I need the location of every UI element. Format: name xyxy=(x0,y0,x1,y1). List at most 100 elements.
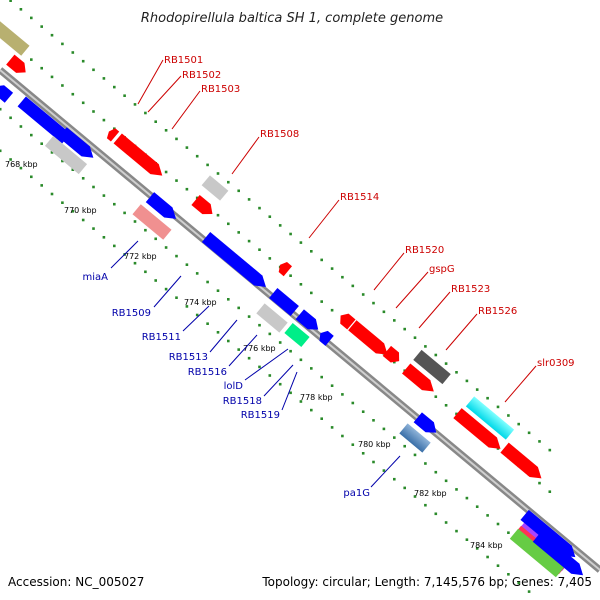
guide-dot xyxy=(185,263,189,266)
guide-dot xyxy=(237,306,240,310)
gene-label-rb1526: RB1526 xyxy=(478,306,517,317)
gene-feature xyxy=(509,528,565,578)
guide-dot xyxy=(517,581,520,585)
guide-dot xyxy=(216,172,220,175)
guide-dot xyxy=(268,215,272,218)
guide-dot xyxy=(434,395,438,398)
guide-dot xyxy=(517,422,520,426)
gene-label-rb1502: RB1502 xyxy=(182,70,221,81)
guide-dot xyxy=(144,228,147,232)
gene-feature xyxy=(520,509,576,558)
guide-dot xyxy=(330,308,334,312)
guide-dot xyxy=(9,158,12,161)
guide-dot xyxy=(61,84,64,87)
guide-dot xyxy=(40,184,43,187)
guide-dot xyxy=(289,274,292,277)
guide-dot xyxy=(278,224,282,227)
guide-dot xyxy=(133,261,137,265)
guide-dot xyxy=(475,388,479,391)
guide-dot xyxy=(361,293,365,296)
guide-dot xyxy=(19,125,23,128)
gene-label-pa1g: pa1G xyxy=(343,488,370,499)
guide-dot xyxy=(382,469,386,472)
guide-dot xyxy=(424,345,427,348)
gene-feature xyxy=(113,133,163,176)
guide-dot xyxy=(382,310,386,314)
guide-dot xyxy=(195,313,199,317)
gene-label-rb1516: RB1516 xyxy=(188,367,227,378)
gene-label-rb1514: RB1514 xyxy=(340,192,379,203)
guide-dot xyxy=(413,495,417,498)
guide-dot xyxy=(289,349,292,353)
gene-feature xyxy=(106,128,120,142)
guide-dot xyxy=(507,414,510,417)
guide-dot xyxy=(496,564,500,567)
guide-dot xyxy=(164,170,168,174)
guide-dot xyxy=(92,185,95,189)
guide-dot xyxy=(538,481,541,485)
gene-label-rb1523: RB1523 xyxy=(451,284,490,295)
guide-dot xyxy=(81,59,85,63)
guide-dot xyxy=(455,488,458,491)
guide-dot xyxy=(195,272,199,275)
guide-dot xyxy=(206,322,209,325)
gene-feature xyxy=(413,349,451,385)
guide-dot xyxy=(123,211,126,215)
guide-dot xyxy=(507,531,510,534)
gene-label-rb1508: RB1508 xyxy=(260,129,299,140)
tick-label: 782 kbp xyxy=(414,489,447,498)
guide-dot xyxy=(154,279,157,282)
guide-dot xyxy=(455,529,458,533)
guide-dot xyxy=(61,201,64,204)
guide-dot xyxy=(475,547,479,550)
guide-dot xyxy=(258,323,261,327)
guide-dot xyxy=(413,336,417,339)
guide-dot xyxy=(113,127,116,130)
guide-dot xyxy=(61,42,64,46)
guide-dot xyxy=(113,244,116,248)
gene-feature xyxy=(0,85,14,103)
guide-dot xyxy=(216,331,220,334)
guide-dot xyxy=(40,25,43,28)
guide-dot xyxy=(19,166,23,170)
guide-dot xyxy=(227,180,230,184)
guide-dot xyxy=(299,241,303,244)
tick-label: 780 kbp xyxy=(358,440,391,449)
gene-feature xyxy=(58,127,94,158)
guide-dot xyxy=(341,275,344,279)
guide-dot xyxy=(237,189,240,193)
guide-dot xyxy=(289,391,292,395)
gene-feature xyxy=(295,309,319,330)
map-title: Rhodopirellula baltica SH 1, complete ge… xyxy=(141,11,443,26)
gene-label-rb1511: RB1511 xyxy=(142,332,181,343)
guide-dot xyxy=(361,410,365,413)
gene-feature xyxy=(278,262,293,277)
guide-dot xyxy=(465,538,469,541)
guide-dot xyxy=(247,239,251,243)
guide-dot xyxy=(434,470,438,474)
guide-dot xyxy=(216,213,220,217)
tick-label: 770 kbp xyxy=(64,206,97,215)
guide-dot xyxy=(154,237,157,241)
guide-dot xyxy=(102,118,106,122)
guide-dot xyxy=(361,452,365,455)
gene-feature xyxy=(132,204,172,240)
guide-dot xyxy=(341,393,344,396)
guide-dot xyxy=(382,427,386,431)
guide-dot xyxy=(144,111,147,115)
guide-dot xyxy=(475,505,479,508)
guide-dot xyxy=(133,220,137,223)
gene-label-slr0309: slr0309 xyxy=(537,358,575,369)
guide-dot xyxy=(496,522,500,526)
guide-dot xyxy=(258,365,261,369)
guide-dot xyxy=(185,187,189,191)
tick-label: 774 kbp xyxy=(184,298,217,307)
guide-dot xyxy=(465,496,469,500)
guide-dot xyxy=(216,289,220,292)
guide-dot xyxy=(548,490,552,493)
guide-dot xyxy=(175,296,178,299)
guide-dot xyxy=(164,287,168,291)
gene-feature xyxy=(284,322,310,348)
guide-dot xyxy=(393,477,396,481)
